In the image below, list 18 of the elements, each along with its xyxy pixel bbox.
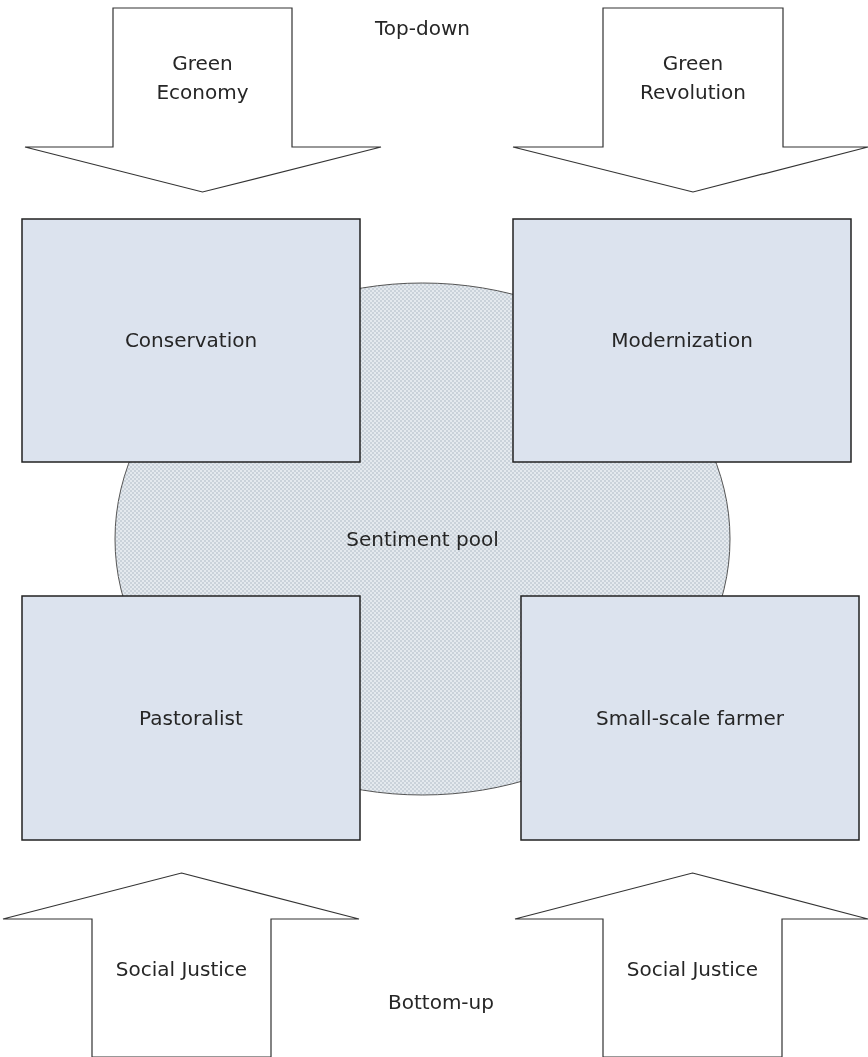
up-block-arrow: [515, 873, 868, 1057]
category-box: [22, 219, 360, 462]
arrow-label: Social Justice: [626, 955, 759, 983]
arrow-label: Green Revolution: [639, 49, 747, 106]
box-label: Small-scale farmer: [596, 704, 784, 732]
arrow-label: Social Justice: [115, 955, 248, 983]
category-box: [22, 596, 360, 840]
arrow-label: Green Economy: [155, 49, 250, 106]
box-label: Modernization: [611, 327, 753, 354]
pool-label: Sentiment pool: [346, 525, 499, 553]
box-label: Conservation: [124, 327, 258, 354]
direction-label: Bottom-up: [388, 990, 494, 1014]
down-block-arrow: [513, 8, 868, 192]
up-block-arrow: [3, 873, 359, 1057]
category-box: [513, 219, 851, 462]
box-label: Pastoralist: [139, 704, 243, 732]
category-box: [521, 596, 859, 840]
direction-label: Top-down: [375, 16, 470, 40]
